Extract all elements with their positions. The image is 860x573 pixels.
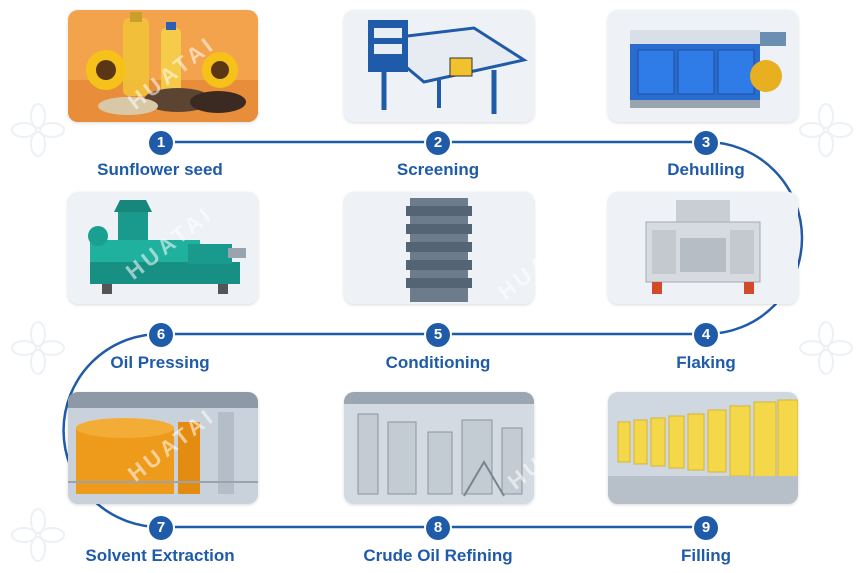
step-label: Sunflower seed [97, 160, 223, 179]
step-number-badge: 5 [426, 323, 450, 347]
photo-dehulling [608, 10, 798, 122]
step-number-badge: 8 [426, 516, 450, 540]
step-label: Dehulling [667, 160, 745, 179]
step-number-badge: 1 [149, 131, 173, 155]
photo-conditioning [344, 192, 534, 304]
step-number-badge: 4 [694, 323, 718, 347]
flower-decoration-icon [799, 103, 853, 157]
step-label: Screening [396, 160, 480, 179]
flower-decoration-icon [11, 321, 65, 375]
step-number-badge: 3 [694, 131, 718, 155]
photo-oil-pressing [68, 192, 258, 304]
step-number-badge: 2 [426, 131, 450, 155]
step-label: Crude Oil Refining [363, 546, 513, 565]
flower-decoration-icon [11, 103, 65, 157]
photo-crude-oil-refining [344, 392, 534, 504]
flower-decoration-icon [799, 321, 853, 375]
step-label: Filling [680, 546, 732, 565]
step-label: Oil Pressing [110, 353, 210, 372]
photo-filling [608, 392, 798, 504]
photo-flaking [608, 192, 798, 304]
flower-decoration-icon [11, 508, 65, 562]
photo-screening [344, 10, 534, 122]
step-label: Solvent Extraction [85, 546, 235, 565]
photo-solvent-extraction [68, 392, 258, 504]
step-label: Flaking [676, 353, 736, 372]
step-number-badge: 9 [694, 516, 718, 540]
step-number-badge: 6 [149, 323, 173, 347]
photo-sunflower-seed [68, 10, 258, 122]
step-number-badge: 7 [149, 516, 173, 540]
step-label: Conditioning [385, 353, 491, 372]
